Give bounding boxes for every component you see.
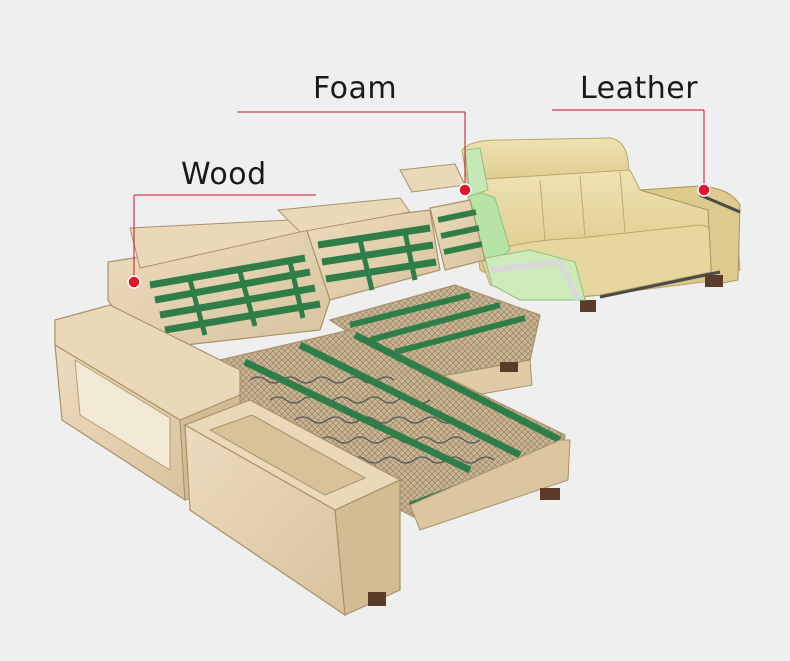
foam-layer (464, 147, 586, 302)
callout-foam-label: Foam (313, 71, 398, 106)
chaise-frame (219, 329, 571, 531)
callout-wood-label: Wood (181, 157, 267, 192)
callout-foam-pointer (237, 111, 472, 197)
callout-wood-pointer (127, 194, 316, 289)
callout-leather-label: Leather (580, 71, 699, 106)
back-frame-right (399, 163, 486, 271)
callout-leather-pointer (552, 109, 711, 197)
side-storage-box (54, 304, 241, 502)
back-frame-middle (276, 197, 441, 301)
front-storage-box (183, 399, 402, 617)
back-frame-left (107, 219, 331, 351)
